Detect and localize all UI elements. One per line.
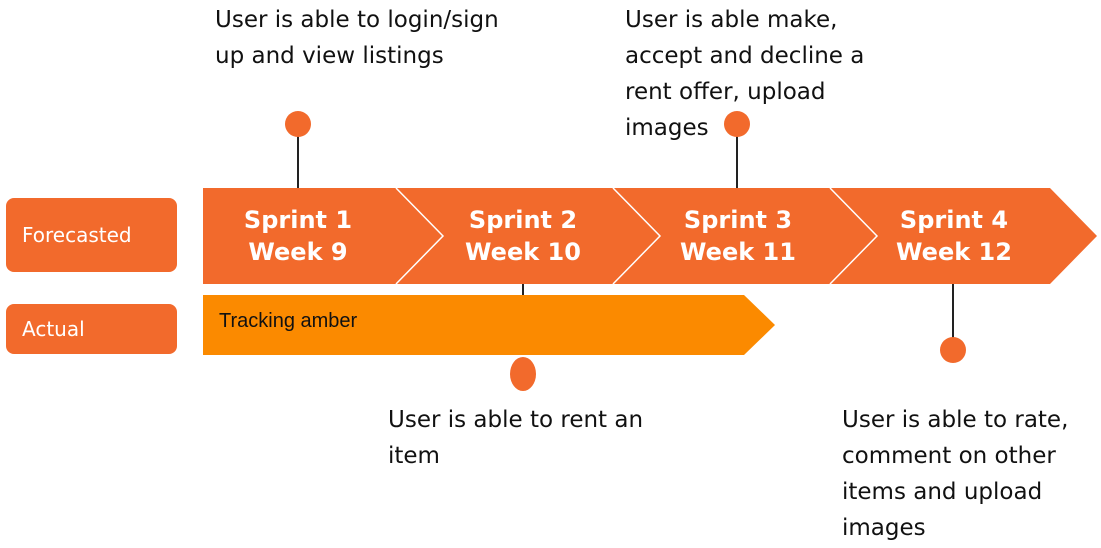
- milestone-3-note: User is able make, accept and decline a …: [625, 7, 865, 141]
- milestone-1-connector: [297, 136, 299, 188]
- chevron-separator-3: [829, 187, 879, 285]
- sprint-4-name: Sprint 4: [899, 206, 1009, 234]
- milestone-3-dot: [724, 111, 750, 137]
- milestone-4-dot: [940, 337, 966, 363]
- sprint-4-label: Sprint 4 Week 12: [864, 204, 1044, 268]
- sprint-3-week: Week 11: [680, 238, 796, 266]
- sprint-2-chevron: [396, 188, 660, 284]
- sprint-2-label: Sprint 2 Week 10: [433, 204, 613, 268]
- sprint-2-name: Sprint 2: [468, 206, 578, 234]
- sprint-3-chevron: [613, 188, 877, 284]
- actual-label-text: Actual: [22, 317, 85, 341]
- sprint-3-label: Sprint 3 Week 11: [648, 204, 828, 268]
- chevron-separator-2: [612, 187, 662, 285]
- milestone-4-note: User is able to rate, comment on other i…: [842, 407, 1069, 541]
- milestone-2-connector: [522, 284, 524, 295]
- sprint-4-chevron: [830, 188, 1097, 284]
- milestone-1-note: User is able to login/sign up and view l…: [215, 7, 499, 69]
- sprint-1-week: Week 9: [248, 238, 348, 266]
- sprint-4-week: Week 12: [896, 238, 1012, 266]
- forecasted-row-label: Forecasted: [6, 198, 177, 272]
- chevron-separator-1: [395, 187, 445, 285]
- forecasted-label-text: Forecasted: [22, 223, 132, 247]
- sprint-1-name: Sprint 1: [243, 206, 353, 234]
- milestone-4-connector: [952, 284, 954, 338]
- actual-row-label: Actual: [6, 304, 177, 354]
- milestone-2-dot: [510, 357, 536, 391]
- actual-progress-bar: [203, 295, 775, 355]
- sprint-1-label: Sprint 1 Week 9: [208, 204, 388, 268]
- sprint-3-name: Sprint 3: [683, 206, 793, 234]
- actual-bar-label: Tracking amber: [219, 310, 358, 332]
- milestone-1-dot: [285, 111, 311, 137]
- milestone-3-connector: [736, 136, 738, 188]
- sprint-1-chevron: [203, 188, 443, 284]
- sprint-2-week: Week 10: [465, 238, 581, 266]
- milestone-2-note: User is able to rent an item: [388, 407, 644, 469]
